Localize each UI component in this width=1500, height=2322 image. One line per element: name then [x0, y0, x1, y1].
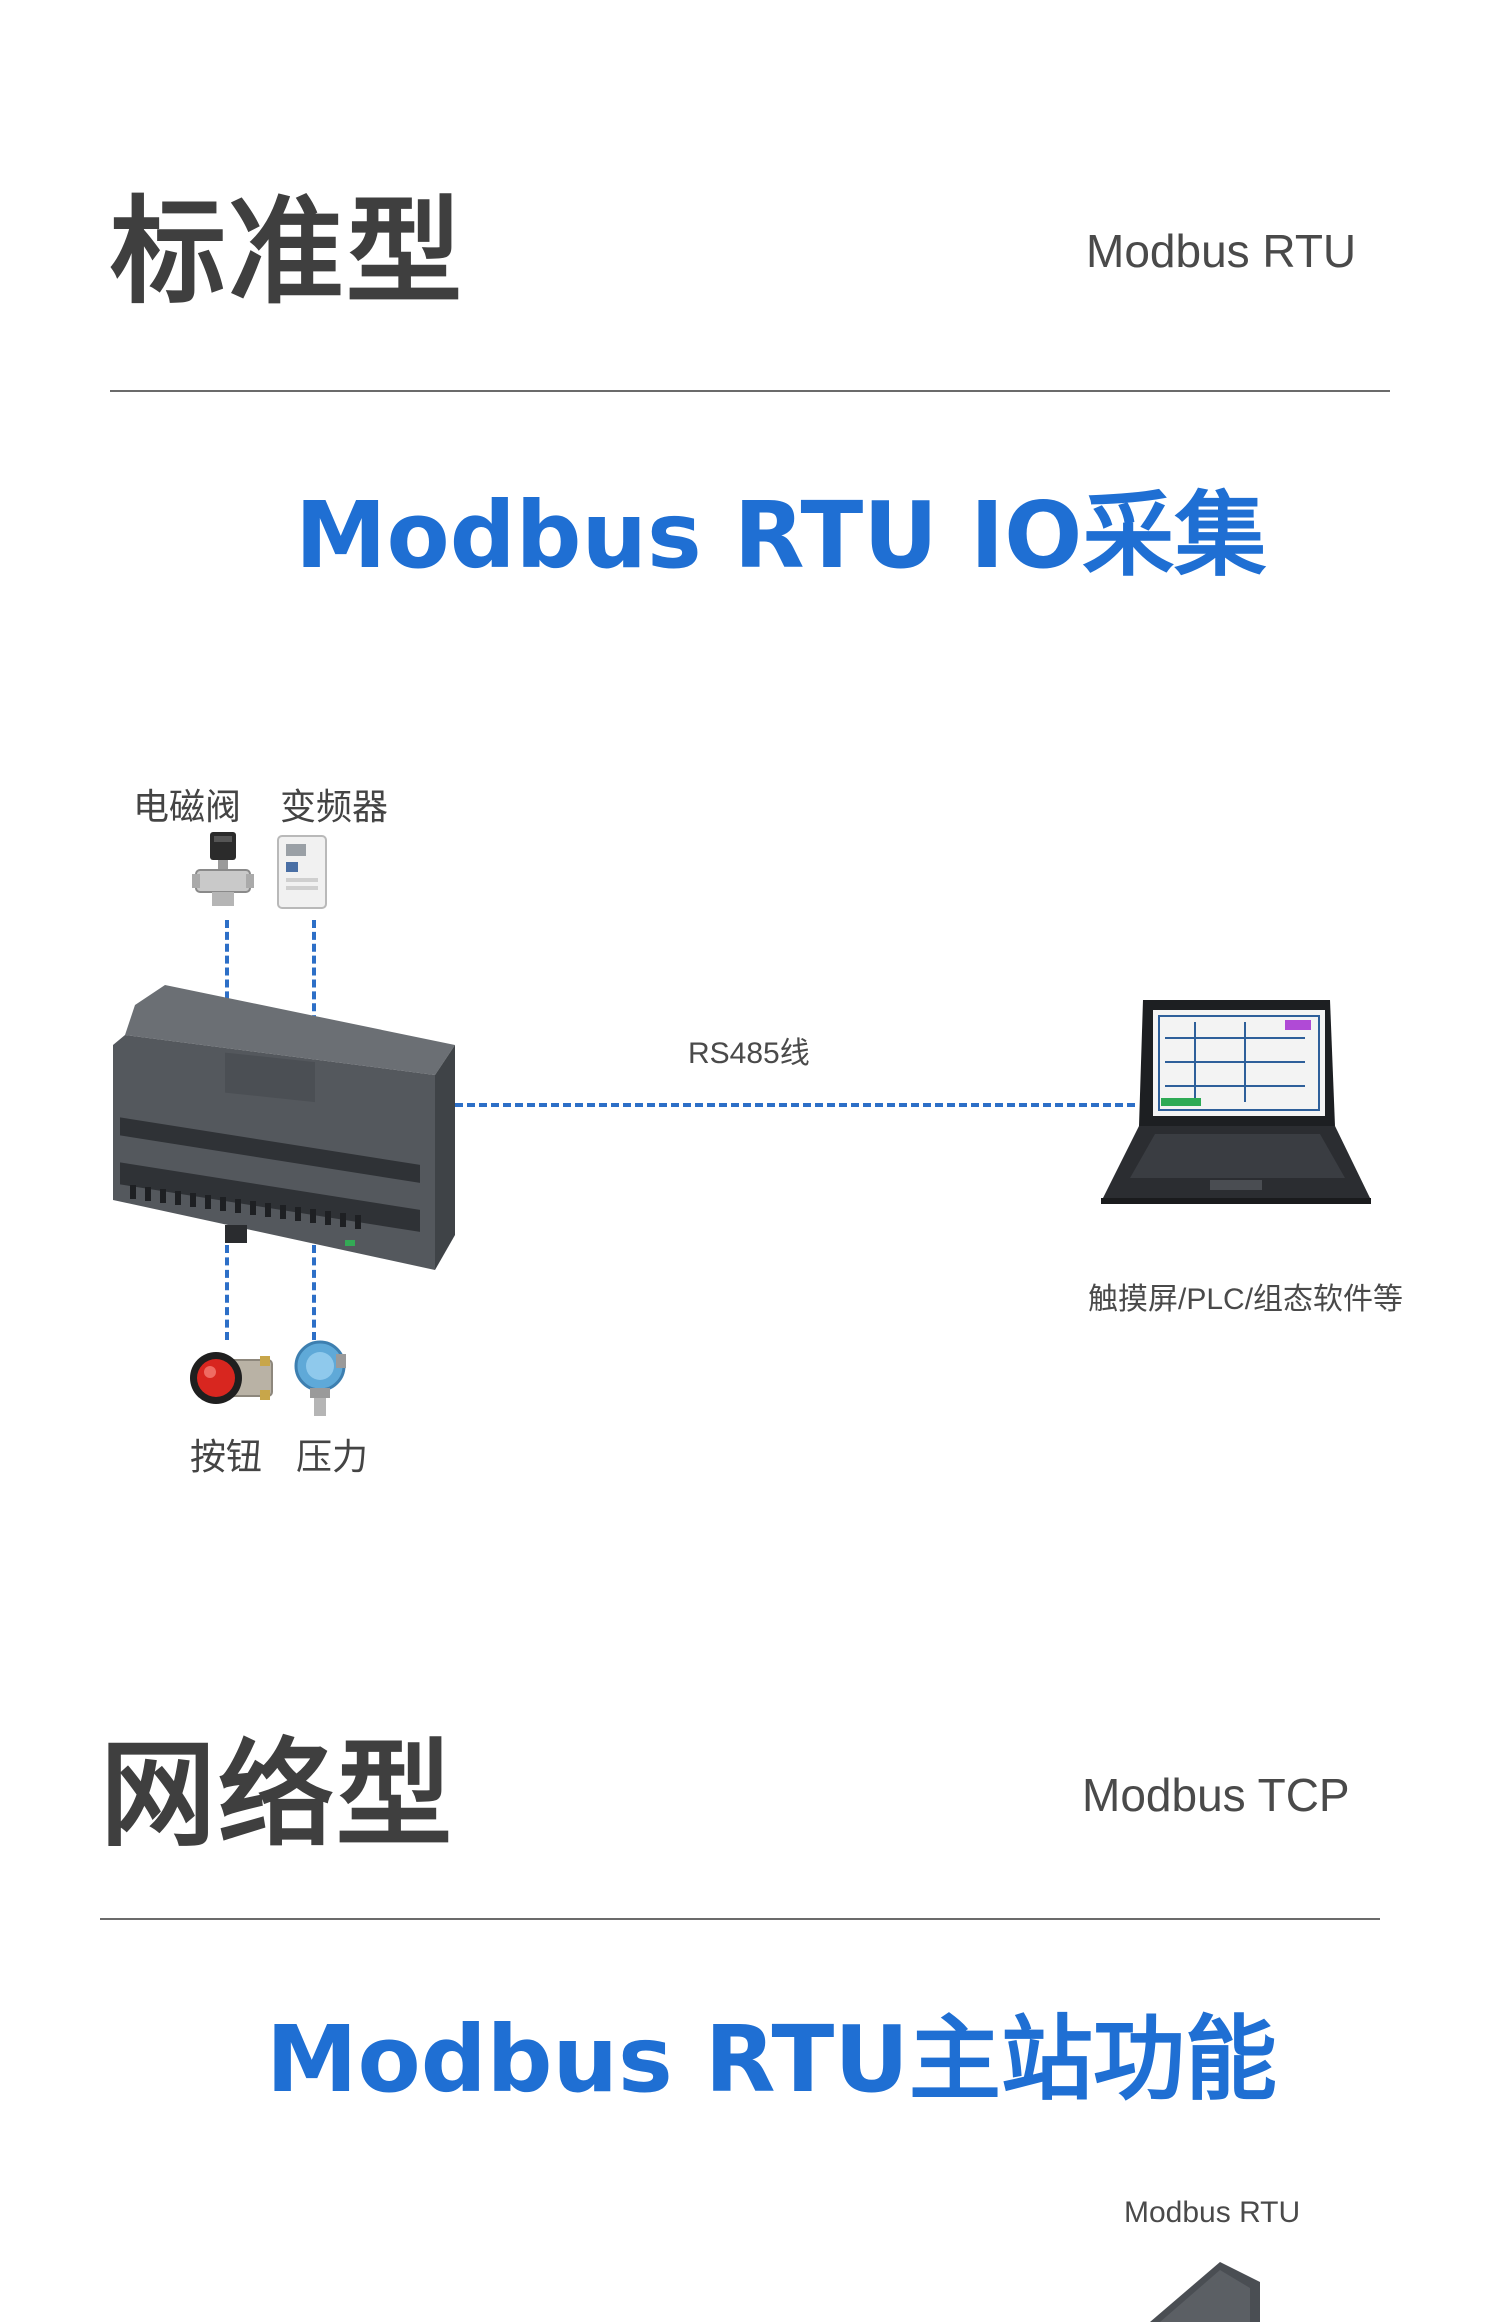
link-valve-to-module — [225, 920, 229, 1035]
link-inverter-to-module — [312, 920, 316, 1035]
label-solenoid-valve: 电磁阀 — [133, 787, 242, 828]
label-modbus-rtu-bottom: Modbus RTU — [1124, 2196, 1301, 2229]
laptop-hmi-device — [1095, 998, 1375, 1208]
section-network-divider — [100, 1918, 1380, 1920]
rs485-cable-line — [455, 1103, 1135, 1107]
label-inverter: 变频器 — [280, 787, 389, 828]
label-pressure: 压力 — [296, 1437, 369, 1478]
section-standard-divider — [110, 390, 1390, 392]
link-module-to-button — [225, 1245, 229, 1340]
io-module-device — [105, 985, 455, 1285]
label-hmi: 触摸屏/PLC/组态软件等 — [1088, 1283, 1404, 1316]
solenoid-valve-icon — [192, 830, 254, 910]
push-button-icon — [190, 1350, 276, 1406]
section-network-subtitle: Modbus RTU主站功能 — [266, 2006, 1277, 2113]
section-standard-protocol: Modbus RTU — [1086, 225, 1357, 277]
section-standard-subtitle: Modbus RTU IO采集 — [295, 482, 1267, 589]
pressure-transmitter-icon — [290, 1340, 350, 1420]
section-network-title: 网络型 — [100, 1728, 454, 1863]
inverter-icon — [276, 834, 328, 910]
label-rs485-cable: RS485线 — [688, 1037, 810, 1070]
link-module-to-pressure — [312, 1245, 316, 1340]
section-standard-title: 标准型 — [110, 185, 464, 320]
label-button: 按钮 — [190, 1437, 263, 1478]
network-device-partial — [1150, 2262, 1260, 2322]
section-network-protocol: Modbus TCP — [1082, 1769, 1350, 1821]
